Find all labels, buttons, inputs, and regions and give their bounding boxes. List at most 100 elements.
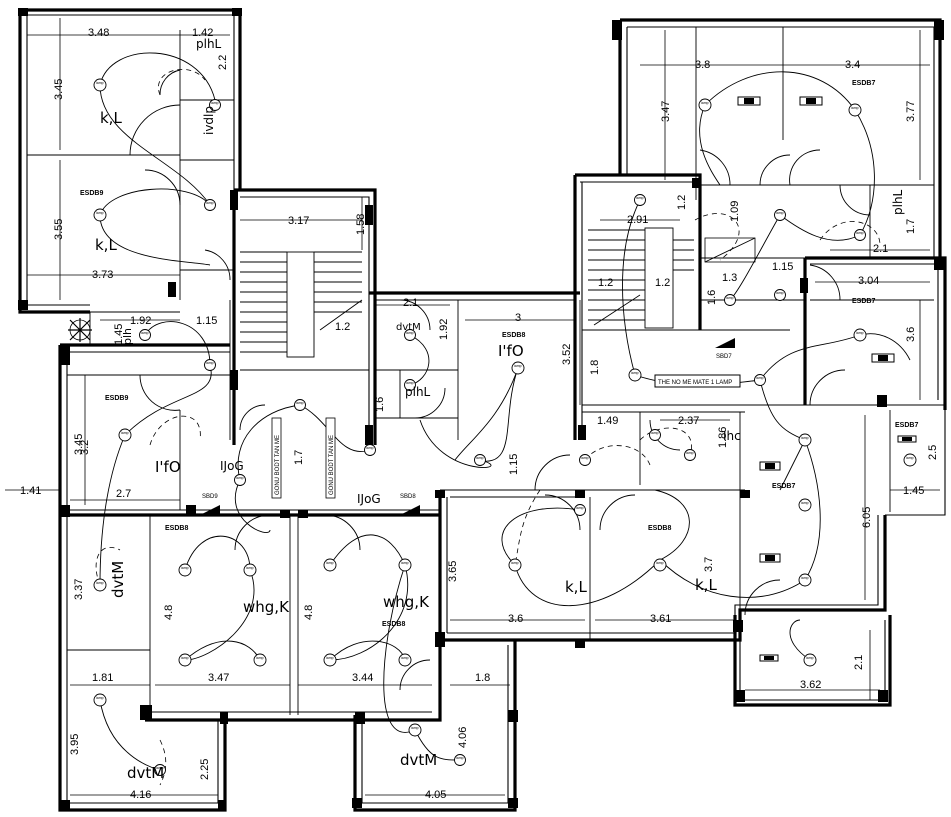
- room-label: dvtM: [400, 751, 437, 769]
- svg-text:lamp: lamp: [906, 456, 914, 460]
- sbd-icon: [715, 338, 735, 348]
- svg-text:ESDB7: ESDB7: [772, 483, 795, 490]
- svg-text:SBD7: SBD7: [716, 354, 732, 360]
- svg-text:lamp: lamp: [806, 656, 814, 660]
- lamp-icon: lamp: [724, 294, 736, 306]
- panel-icon: [871, 353, 895, 363]
- plant-icon: [68, 318, 92, 342]
- svg-text:lamp: lamp: [206, 201, 214, 205]
- svg-text:6.05: 6.05: [861, 507, 873, 528]
- svg-text:1.7: 1.7: [905, 219, 917, 234]
- svg-text:lamp: lamp: [156, 766, 164, 770]
- svg-text:3.2: 3.2: [79, 440, 91, 455]
- lamp-icon: lamp: [93, 578, 107, 592]
- svg-text:3.6: 3.6: [508, 613, 523, 625]
- svg-text:3.65: 3.65: [447, 561, 459, 582]
- svg-text:3.4: 3.4: [845, 59, 860, 71]
- svg-text:3.8: 3.8: [695, 59, 710, 71]
- svg-text:lamp: lamp: [581, 456, 589, 460]
- panel-icon: [759, 553, 781, 563]
- lamp-icon: lamp: [649, 429, 661, 441]
- lamp-icon: lamp: [398, 653, 412, 667]
- lamp-icon: lamp: [404, 379, 416, 391]
- dimension-labels: 3.48 1.42 2.2 3.45 3.55 3.73 1.92 1.15 1…: [20, 27, 939, 801]
- svg-text:lamp: lamp: [776, 291, 784, 295]
- panel-icon: [897, 435, 917, 443]
- svg-text:1.49: 1.49: [597, 415, 618, 427]
- staircase-right: [588, 227, 694, 329]
- room-label: k,L: [95, 236, 117, 254]
- svg-text:lamp: lamp: [801, 576, 809, 580]
- svg-text:lamp: lamp: [256, 656, 264, 660]
- svg-text:lamp: lamp: [141, 331, 149, 335]
- room-label: k,L: [100, 109, 122, 127]
- panel-icon: [799, 96, 823, 106]
- svg-text:1.2: 1.2: [655, 277, 670, 289]
- lamp-icon: lamp: [204, 359, 216, 371]
- stair-labels: GONU BODT TAN ME GONU BODT TAN ME: [271, 417, 336, 499]
- lamp-icon: lamp: [454, 754, 466, 766]
- svg-text:3.77: 3.77: [905, 101, 917, 122]
- svg-text:3.47: 3.47: [208, 672, 229, 684]
- svg-text:3.73: 3.73: [92, 269, 113, 281]
- svg-text:lamp: lamp: [366, 446, 374, 450]
- lamp-icon: lamp: [774, 289, 786, 301]
- lamp-icon: lamp: [93, 693, 107, 707]
- svg-text:lamp: lamp: [246, 566, 254, 570]
- svg-text:lamp: lamp: [456, 756, 464, 760]
- svg-text:1.81: 1.81: [92, 672, 113, 684]
- svg-text:1.8: 1.8: [589, 360, 601, 375]
- room-label: dvtM: [109, 561, 127, 598]
- wiring: [95, 52, 911, 786]
- svg-text:3: 3: [515, 312, 521, 324]
- dimension-lines: [5, 18, 940, 796]
- svg-text:2.1: 2.1: [403, 297, 418, 309]
- svg-text:3.95: 3.95: [69, 734, 81, 755]
- svg-text:lamp: lamp: [96, 211, 104, 215]
- svg-text:lamp: lamp: [856, 231, 864, 235]
- svg-text:3.37: 3.37: [73, 579, 85, 600]
- room-label: whg,K: [243, 598, 290, 616]
- room-label: IJoG: [220, 459, 244, 473]
- stair-label-a: GONU BODT TAN ME: [275, 435, 281, 495]
- svg-text:1.58: 1.58: [355, 214, 367, 235]
- svg-text:lamp: lamp: [326, 656, 334, 660]
- room-label: ivdlp: [202, 106, 216, 135]
- svg-text:SBD8: SBD8: [400, 494, 416, 500]
- lamp-icon: lamp: [474, 454, 486, 466]
- svg-text:ESDB8: ESDB8: [382, 621, 405, 628]
- svg-text:lamp: lamp: [651, 431, 659, 435]
- lamp-icon: lamp: [574, 504, 586, 516]
- svg-text:1.09: 1.09: [729, 201, 741, 222]
- svg-text:2.1: 2.1: [853, 655, 865, 670]
- svg-text:ESDB8: ESDB8: [502, 332, 525, 339]
- room-label: plh: [121, 328, 134, 345]
- svg-text:4.8: 4.8: [303, 605, 315, 620]
- lamp-icon: lamp: [653, 558, 667, 572]
- svg-text:3.47: 3.47: [660, 101, 672, 122]
- svg-text:ESDB9: ESDB9: [80, 190, 103, 197]
- walls: [18, 8, 947, 812]
- svg-text:lamp: lamp: [181, 656, 189, 660]
- lamp-icon: lamp: [209, 99, 221, 111]
- svg-text:lamp: lamp: [756, 376, 764, 380]
- lamp-icon: lamp: [404, 329, 416, 341]
- svg-text:lamp: lamp: [511, 561, 519, 565]
- lamp-icon: lamp: [698, 98, 712, 112]
- svg-text:2.5: 2.5: [927, 445, 939, 460]
- lamp-icon: lamp: [511, 361, 525, 375]
- room-label: dvtM: [127, 764, 164, 782]
- svg-text:3.55: 3.55: [53, 219, 65, 240]
- meter-room-label: THE NO ME MATE 1 LAMP: [658, 380, 732, 386]
- svg-text:3.48: 3.48: [88, 27, 109, 39]
- svg-text:lamp: lamp: [476, 456, 484, 460]
- svg-text:lamp: lamp: [401, 656, 409, 660]
- lamp-icon: lamp: [294, 399, 306, 411]
- room-label: plhL: [405, 385, 431, 399]
- svg-text:lamp: lamp: [236, 476, 244, 480]
- svg-text:1.8: 1.8: [475, 672, 490, 684]
- lamp-icon: lamp: [798, 573, 812, 587]
- svg-text:3.52: 3.52: [561, 344, 573, 365]
- svg-text:3.6: 3.6: [905, 327, 917, 342]
- svg-text:lamp: lamp: [296, 401, 304, 405]
